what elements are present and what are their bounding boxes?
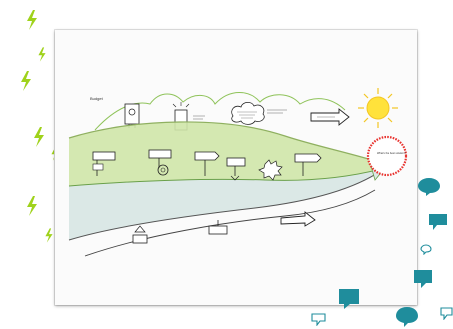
speech-bubble-icon <box>396 307 418 327</box>
lightning-bolt-icon <box>27 10 37 30</box>
speech-bubble-icon <box>311 313 326 326</box>
lightning-bolt-icon <box>21 71 31 91</box>
signpost-icon <box>148 149 172 176</box>
arrow-sign-icon <box>294 153 322 176</box>
whiteboard-drawing: Budget <box>68 88 408 257</box>
burst-icon <box>258 159 283 181</box>
lightning-bolt-icon <box>51 146 59 161</box>
speech-bubble-icon <box>339 289 359 309</box>
lightning-bolt-icon <box>45 228 53 243</box>
signpost-icon <box>208 220 228 235</box>
arrow-sign-icon <box>280 211 316 227</box>
signpost-icon <box>124 103 140 128</box>
lightning-bolt-icon <box>38 47 46 62</box>
target-icon <box>366 135 408 177</box>
arrow-sign-icon <box>194 151 220 176</box>
speech-bubble-icon <box>414 270 432 288</box>
signpost-icon <box>92 151 116 176</box>
canvas-heading: Budget <box>90 96 104 101</box>
lightning-bolt-icon <box>27 196 37 216</box>
arrow-sign-icon <box>310 108 350 126</box>
lightning-bolt-icon <box>34 127 44 147</box>
speech-bubble-icon <box>420 244 432 255</box>
cloud-icon <box>231 101 265 125</box>
speech-bubble-icon <box>440 307 453 320</box>
sun-icon <box>358 88 398 128</box>
speech-bubble-icon <box>429 214 447 230</box>
signpost-icon <box>226 157 246 181</box>
whiteboard-card: Budget <box>55 30 417 305</box>
target-caption: What's the best solution? <box>377 151 406 155</box>
speech-bubble-icon <box>418 178 440 196</box>
signpost-icon <box>132 225 148 244</box>
